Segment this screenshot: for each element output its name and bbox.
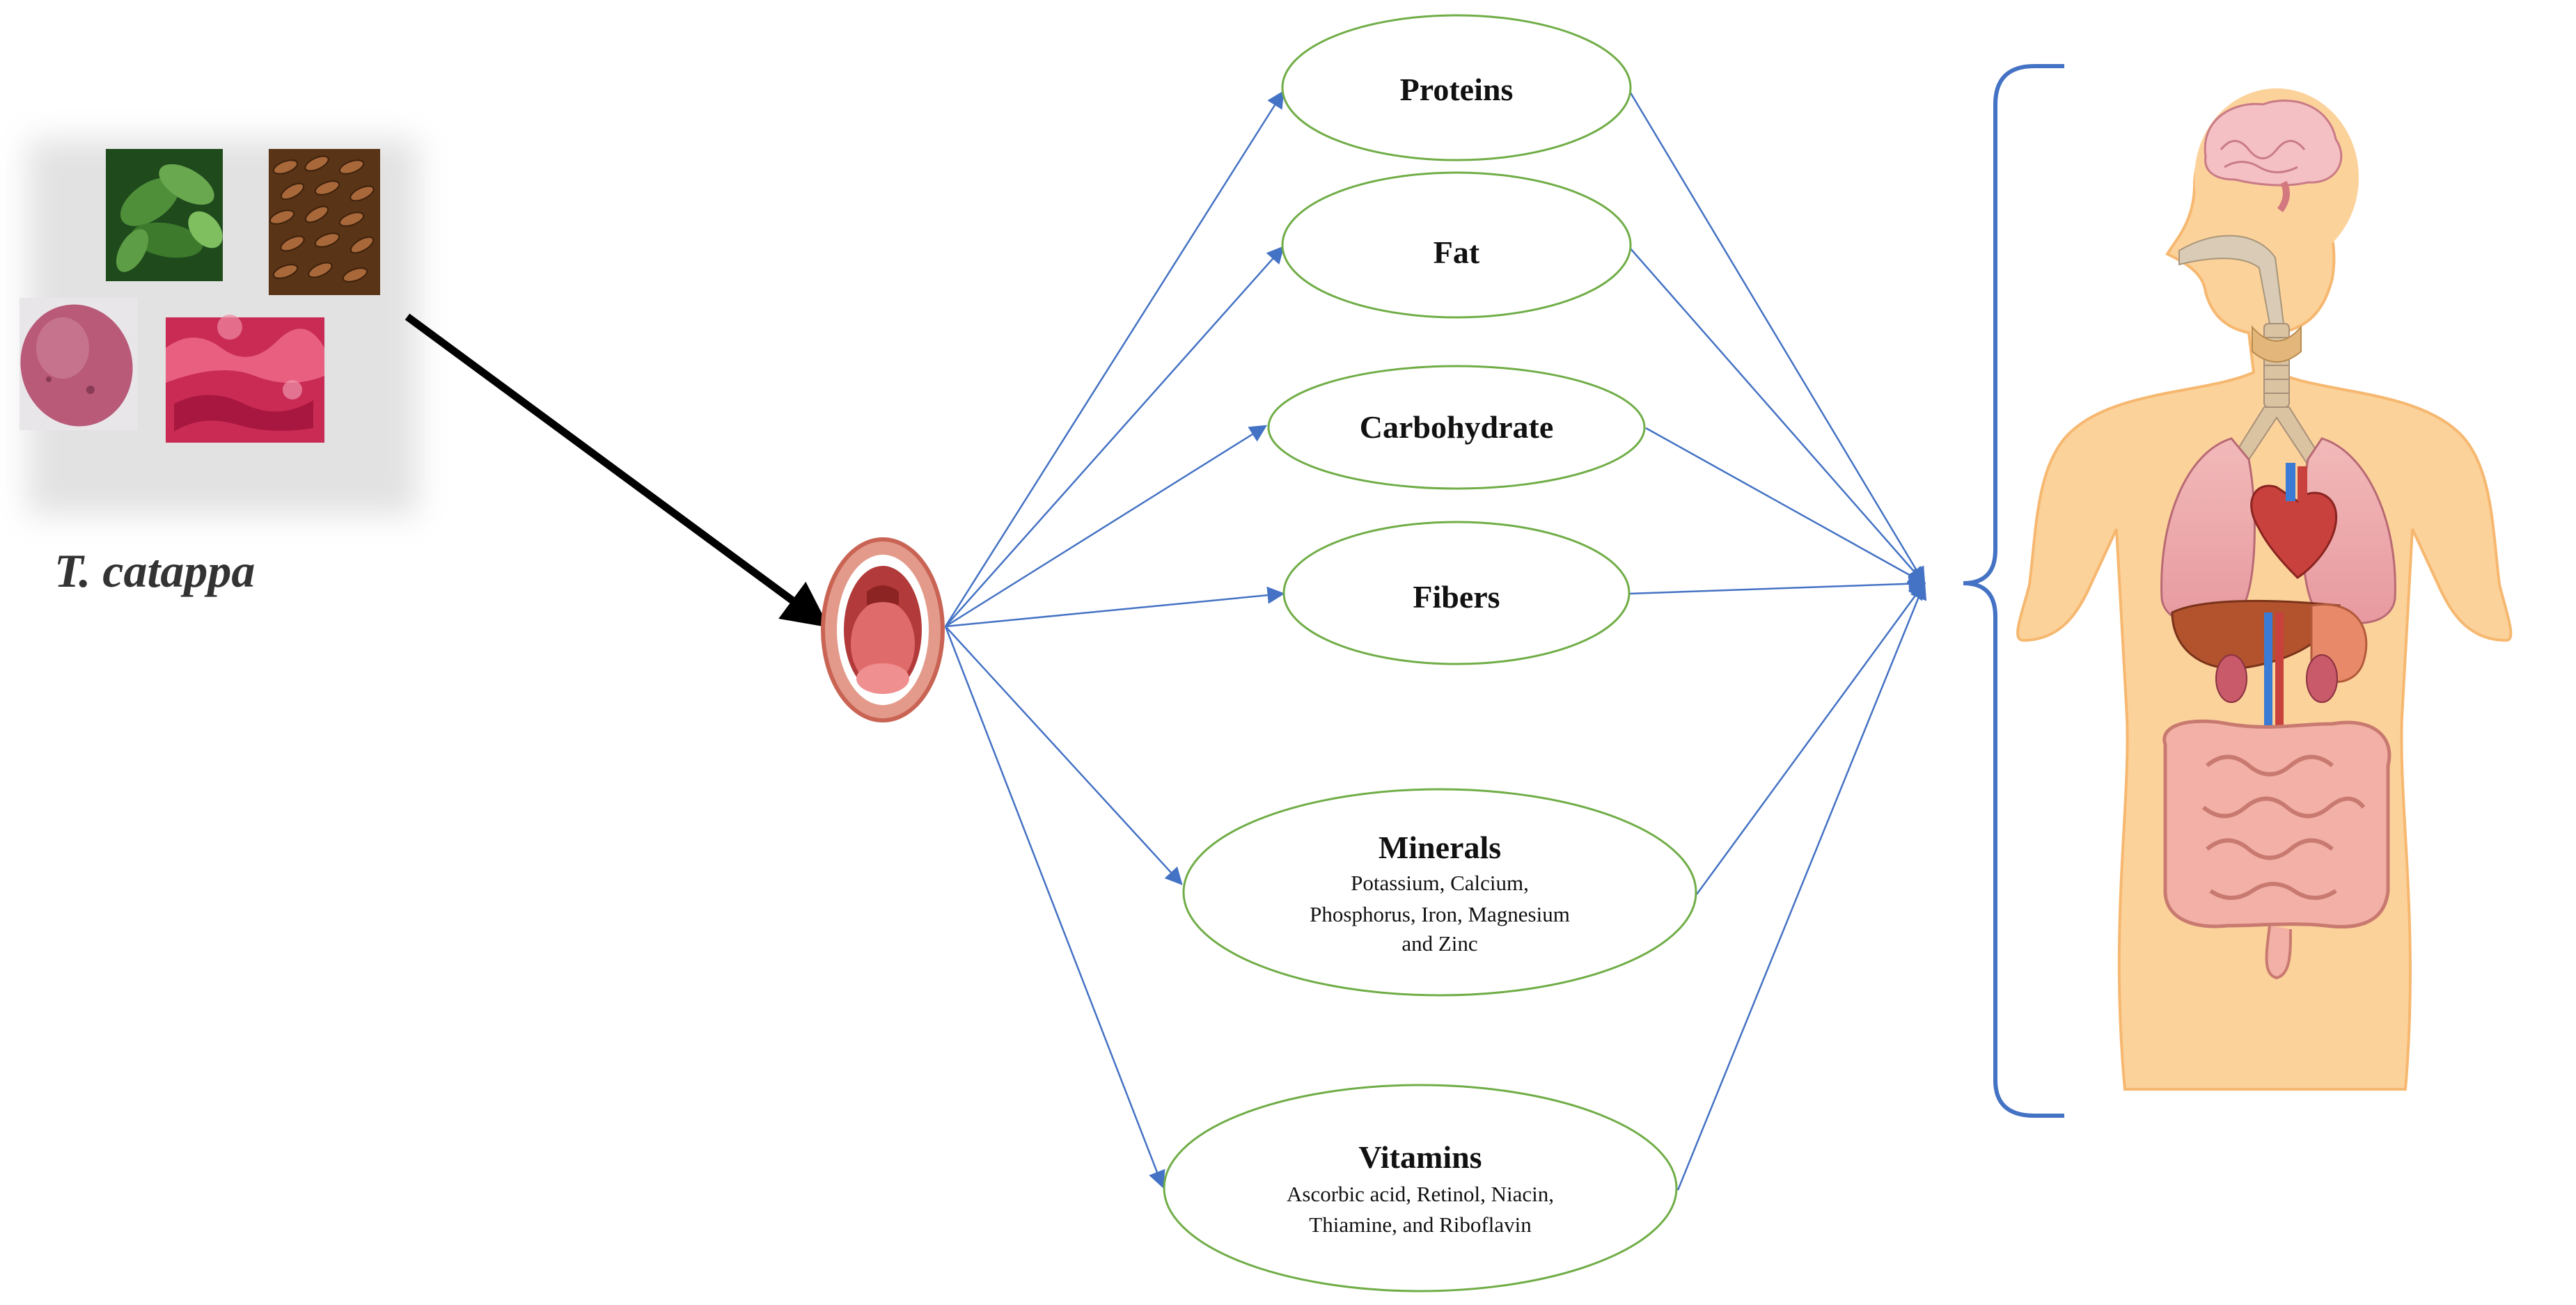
arrow-to-vitamins <box>944 626 1165 1189</box>
carbohydrate-to-body <box>1645 427 1926 585</box>
human-body-organs-icon <box>2016 88 2513 1091</box>
fat-to-body <box>1628 246 1926 585</box>
nutrient-title: Minerals <box>1379 830 1501 865</box>
nutrient-title: Fat <box>1434 235 1480 270</box>
mouth-to-nutrient-arrows <box>944 90 1285 1189</box>
arrow-to-carbohydrate <box>945 425 1268 628</box>
nutrient-title: Fibers <box>1413 579 1500 615</box>
arrow-to-fibers <box>945 586 1285 628</box>
ingestion-arrow <box>405 313 829 628</box>
nutrient-title: Carbohydrate <box>1360 409 1554 445</box>
nutrient-detail-line: Ascorbic acid, Retinol, Niacin, <box>1287 1182 1554 1206</box>
nutrient-detail-line: Potassium, Calcium, <box>1351 871 1529 895</box>
fibers-to-body <box>1628 575 1926 595</box>
nutrient-detail-line: Thiamine, and Riboflavin <box>1309 1212 1532 1237</box>
nutrient-node-proteins: Proteins <box>1281 14 1632 161</box>
pulp-photo <box>166 315 324 443</box>
nutrient-node-vitamins: Vitamins Ascorbic acid, Retinol, Niacin,… <box>1163 1084 1678 1292</box>
fruit-photo <box>19 298 138 430</box>
arrow-to-minerals <box>945 626 1183 885</box>
proteins-to-body <box>1628 90 1926 585</box>
minerals-to-body <box>1695 581 1926 895</box>
arrow-to-fat <box>945 246 1285 627</box>
nutrient-title: Proteins <box>1400 72 1514 107</box>
nutrient-node-fibers: Fibers <box>1282 521 1631 665</box>
species-label: T. catappa <box>54 544 255 597</box>
plant-photo-collage <box>19 139 418 515</box>
nutrient-detail-line: Phosphorus, Iron, Magnesium <box>1310 902 1570 926</box>
nutrient-title: Vitamins <box>1358 1139 1482 1175</box>
arrow-to-proteins <box>944 90 1285 627</box>
nutrient-detail-line: and Zinc <box>1401 931 1477 956</box>
seed-photo <box>269 149 380 295</box>
nutrient-node-carbohydrate: Carbohydrate <box>1267 365 1646 490</box>
nutrient-node-minerals: Minerals Potassium, Calcium, Phosphorus,… <box>1182 788 1697 997</box>
mouth-icon <box>821 537 945 722</box>
vitamins-to-body <box>1676 581 1927 1191</box>
nutrient-node-fat: Fat <box>1281 171 1632 319</box>
body-bracket <box>1963 64 2064 1118</box>
leaf-photo <box>106 149 223 281</box>
nutrient-to-body-arrows <box>1628 90 1927 1191</box>
